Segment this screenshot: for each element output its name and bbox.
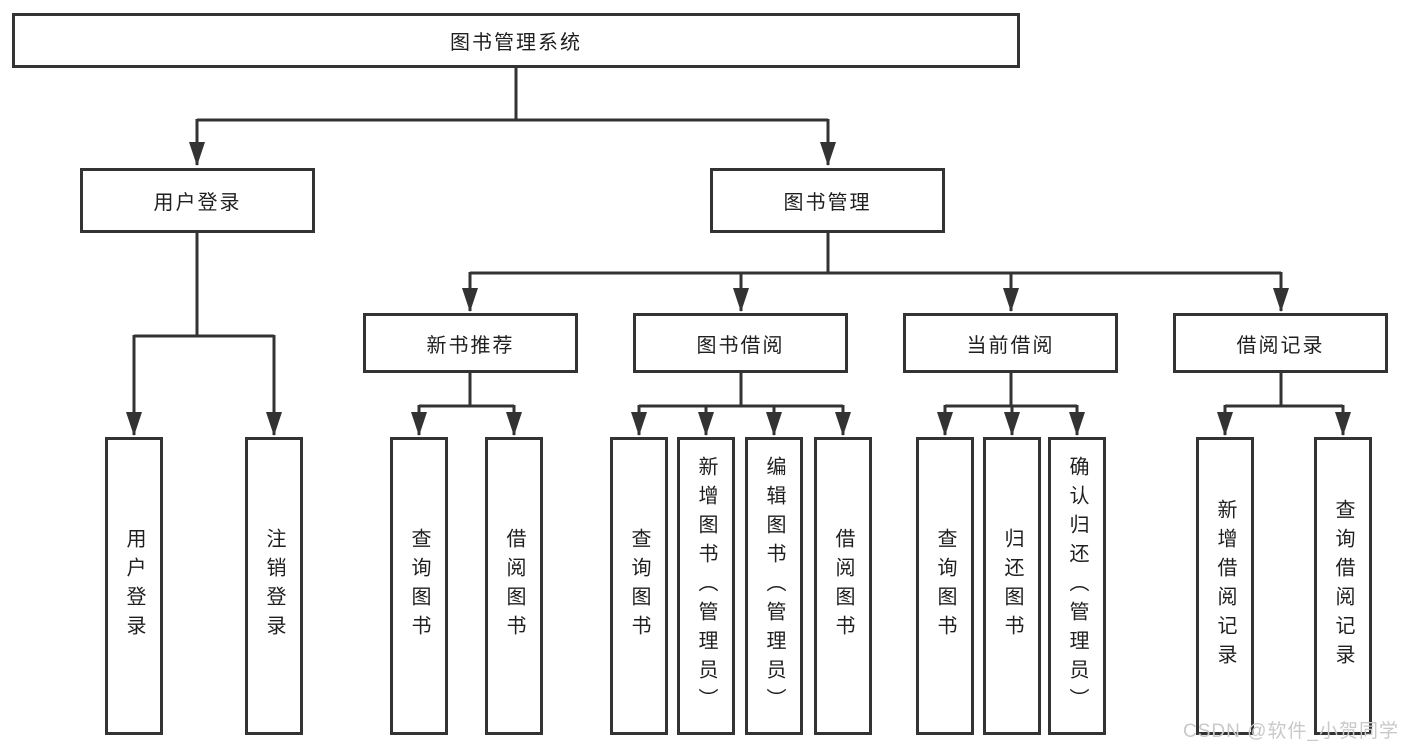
leaf-user-login-label: 用户登录 [123, 528, 145, 644]
leaf-recommend-borrow-books: 借阅图书 [485, 437, 543, 735]
leaf-return-books-label: 归还图书 [1001, 528, 1023, 644]
connector-recommend-children [411, 373, 522, 436]
node-current-borrowing-label: 当前借阅 [966, 334, 1055, 357]
leaf-borrowing-borrow-books: 借阅图书 [814, 437, 872, 735]
leaf-add-book-admin: 新增图书（管理员） [677, 437, 735, 735]
leaf-add-borrow-record: 新增借阅记录 [1196, 437, 1254, 735]
node-book-management: 图书管理 [710, 168, 945, 233]
node-user-login-label: 用户登录 [153, 192, 242, 214]
node-new-book-recommend: 新书推荐 [363, 313, 578, 373]
connector-current-children [937, 373, 1085, 436]
leaf-user-login: 用户登录 [105, 437, 163, 735]
node-root: 图书管理系统 [12, 13, 1020, 68]
leaf-confirm-return-admin-label: 确认归还（管理员） [1066, 455, 1088, 717]
leaf-borrowing-query-books: 查询图书 [610, 437, 668, 735]
leaf-borrowing-borrow-books-label: 借阅图书 [832, 528, 854, 644]
leaf-current-query-books: 查询图书 [916, 437, 974, 735]
leaf-query-borrow-record: 查询借阅记录 [1314, 437, 1372, 735]
node-current-borrowing: 当前借阅 [903, 313, 1118, 373]
node-book-borrowing: 图书借阅 [633, 313, 848, 373]
node-borrow-records: 借阅记录 [1173, 313, 1388, 373]
connector-borrowing-children [631, 373, 851, 436]
leaf-recommend-borrow-books-label: 借阅图书 [503, 528, 525, 644]
connector-user-login-children [126, 233, 282, 436]
leaf-logout: 注销登录 [245, 437, 303, 735]
leaf-confirm-return-admin: 确认归还（管理员） [1048, 437, 1106, 735]
leaf-edit-book-admin: 编辑图书（管理员） [745, 437, 803, 735]
leaf-recommend-query-books: 查询图书 [390, 437, 448, 735]
node-book-borrowing-label: 图书借阅 [696, 334, 785, 357]
leaf-borrowing-query-books-label: 查询图书 [628, 528, 650, 644]
csdn-watermark: CSDN @软件_小贺同学 [1183, 721, 1399, 742]
leaf-add-borrow-record-label: 新增借阅记录 [1214, 499, 1236, 673]
node-user-login: 用户登录 [80, 168, 315, 233]
leaf-edit-book-admin-label: 编辑图书（管理员） [763, 455, 785, 717]
node-book-management-label: 图书管理 [783, 192, 872, 214]
leaf-return-books: 归还图书 [983, 437, 1041, 735]
connector-root-to-level2 [189, 68, 836, 166]
leaf-add-book-admin-label: 新增图书（管理员） [695, 455, 717, 717]
leaf-current-query-books-label: 查询图书 [934, 528, 956, 644]
leaf-query-borrow-record-label: 查询借阅记录 [1332, 499, 1354, 673]
connector-book-mgmt-to-level3 [462, 233, 1289, 312]
node-borrow-records-label: 借阅记录 [1236, 334, 1325, 357]
connector-records-children [1217, 373, 1351, 436]
leaf-logout-label: 注销登录 [263, 528, 285, 644]
node-root-label: 图书管理系统 [450, 32, 582, 54]
leaf-recommend-query-books-label: 查询图书 [408, 528, 430, 644]
node-new-book-recommend-label: 新书推荐 [426, 334, 515, 357]
